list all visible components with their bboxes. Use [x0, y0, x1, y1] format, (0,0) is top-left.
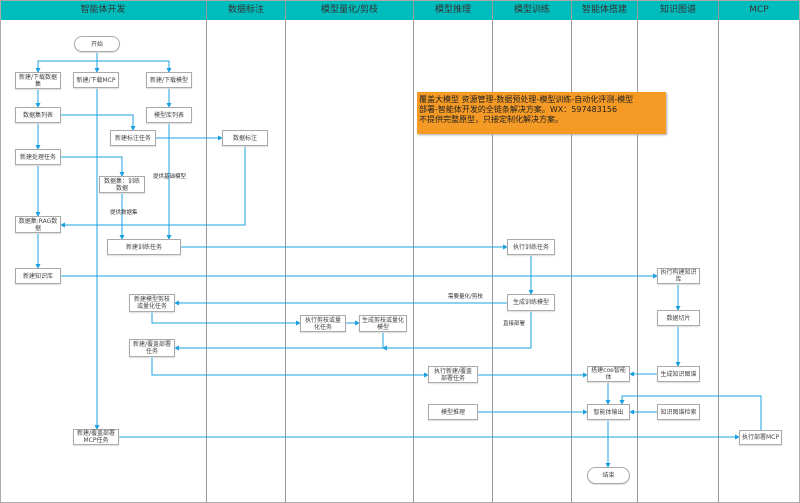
process-node[interactable]: 生成知识图谱 [657, 366, 700, 382]
flow-arrow [151, 312, 301, 326]
node-label: 新建/覆盖部署MCP任务 [76, 430, 116, 444]
process-node[interactable]: 新建标注任务 [110, 130, 156, 146]
process-node[interactable]: 新建训练任务 [107, 239, 181, 255]
end-terminal[interactable]: 结束 [587, 467, 630, 484]
promo-note: 覆盖大模型 资源管理-数据预处理-模型训练-自动化评测-模型 部署-智能体开发的… [417, 92, 666, 134]
node-label: 结束 [602, 472, 615, 479]
process-node[interactable]: 执行剪枝或量化任务 [300, 315, 346, 332]
process-node[interactable]: 执行训练任务 [507, 239, 555, 255]
process-node[interactable]: 搭建coe智能体 [587, 366, 630, 382]
note-line: 不提供完整原型，只接定制化解决方案。 [419, 115, 563, 124]
node-label: 新建处理任务 [19, 153, 56, 161]
process-node[interactable]: 生成训练模型 [507, 294, 555, 311]
node-label: 执行新建/覆盖部署任务 [433, 367, 473, 382]
process-node[interactable]: 新建/下载数据集 [15, 72, 61, 89]
process-node[interactable]: 执行部署MCP [739, 430, 782, 445]
node-label: 新建知识库 [22, 272, 53, 280]
process-node[interactable]: 模型库列表 [146, 107, 192, 123]
process-node[interactable]: 数据集：训练数据 [99, 176, 145, 193]
swimlane: 知识图谱 [638, 0, 719, 502]
note-line: 部署-智能体开发的全链条解决方案。WX：597483156 [419, 105, 618, 114]
node-label: 生成知识图谱 [660, 370, 697, 378]
flow-arrow [619, 395, 762, 430]
flow-arrow [174, 332, 384, 351]
node-label: 模型推理 [440, 408, 465, 416]
flow-arrow [97, 60, 172, 73]
edge-label-direct-deploy: 直接部署 [503, 321, 526, 327]
node-label: 知识图谱检索 [660, 408, 697, 416]
process-node[interactable]: 新建模型剪枝或量化任务 [129, 294, 175, 312]
process-node[interactable]: 智能体输出 [587, 404, 630, 420]
node-label: 数据集：训练数据 [103, 177, 140, 192]
process-node[interactable]: 数据集列表 [15, 107, 61, 123]
node-label: 新建/覆盖部署任务 [132, 341, 172, 355]
edge-label-base-model: 提供基础模型 [153, 174, 187, 180]
flow-arrow [382, 311, 532, 351]
node-label: 新建模型剪枝或量化任务 [133, 296, 170, 310]
node-label: 模型库列表 [153, 111, 184, 119]
process-node[interactable]: 新建/下载模型 [146, 72, 192, 88]
node-label: 开始 [90, 40, 103, 48]
swimlane-title: 模型量化/剪枝 [320, 5, 379, 15]
swimlane-title: 数据标注 [227, 5, 264, 15]
flow-arrow [60, 146, 246, 228]
process-node[interactable]: 模型推理 [428, 404, 478, 420]
process-node[interactable]: 执行构建知识库 [657, 268, 700, 284]
flow-arrow [61, 156, 125, 177]
swimlane-title: 智能体开发 [80, 5, 126, 15]
swimlane-title: MCP [749, 5, 769, 15]
edge-label-dataset: 提供数据集 [110, 210, 138, 216]
swimlane-title: 模型训练 [513, 5, 550, 15]
node-label: 搭建coe智能体 [591, 367, 626, 381]
process-node[interactable]: 知识图谱检索 [657, 404, 700, 420]
flow-arrow [61, 114, 136, 131]
node-label: 新建训练任务 [125, 243, 162, 251]
swimlane-title: 知识图谱 [659, 5, 696, 15]
node-label: 数据集列表 [22, 111, 53, 119]
swimlane-header-bar [0, 0, 800, 20]
node-label: 执行构建知识库 [660, 269, 697, 283]
process-node[interactable]: 新建知识库 [15, 268, 61, 284]
node-label: 数据集:RAG数据 [18, 217, 58, 232]
swimlane: 模型量化/剪枝 [286, 0, 414, 502]
node-label: 执行剪枝或量化任务 [304, 316, 341, 331]
process-node[interactable]: 数据标注 [222, 130, 268, 146]
process-node[interactable]: 执行新建/覆盖部署任务 [428, 366, 478, 383]
node-label: 新建/下载MCP [76, 76, 116, 84]
node-label: 智能体输出 [593, 408, 624, 416]
swimlane-title: 模型推理 [434, 5, 471, 15]
edge-label-need-quant: 需要量化/剪枝 [448, 294, 483, 300]
note-line: 覆盖大模型 资源管理-数据预处理-模型训练-自动化评测-模型 [419, 95, 634, 104]
node-label: 生成剪枝或量化模型 [362, 316, 405, 331]
process-node[interactable]: 新建/覆盖部署MCP任务 [73, 429, 119, 445]
node-label: 执行训练任务 [512, 243, 549, 251]
node-label: 数据标注 [232, 134, 257, 142]
process-node[interactable]: 新建处理任务 [15, 149, 61, 165]
node-label: 执行部署MCP [742, 434, 779, 441]
process-node[interactable]: 数据集:RAG数据 [15, 216, 61, 233]
start-terminal[interactable]: 开始 [74, 36, 120, 52]
swimlane: 数据标注 [207, 0, 286, 502]
node-label: 数据切片 [666, 314, 691, 322]
swimlane-title: 智能体搭建 [581, 5, 627, 15]
swimlane: 智能体开发 [0, 0, 207, 502]
node-label: 新建标注任务 [114, 134, 151, 142]
node-label: 新建/下载模型 [149, 76, 189, 84]
node-label: 新建/下载数据集 [18, 73, 58, 88]
process-node[interactable]: 新建/覆盖部署任务 [129, 339, 175, 357]
swimlane: 模型推理 [414, 0, 493, 502]
node-label: 生成训练模型 [512, 299, 549, 306]
flow-arrow [35, 52, 98, 73]
process-node[interactable]: 新建/下载MCP [73, 72, 119, 88]
process-node[interactable]: 生成剪枝或量化模型 [359, 315, 407, 332]
flow-arrow [151, 357, 429, 378]
process-node[interactable]: 数据切片 [657, 310, 700, 326]
swimlane: 模型训练 [493, 0, 572, 502]
swimlane: 智能体搭建 [572, 0, 638, 502]
